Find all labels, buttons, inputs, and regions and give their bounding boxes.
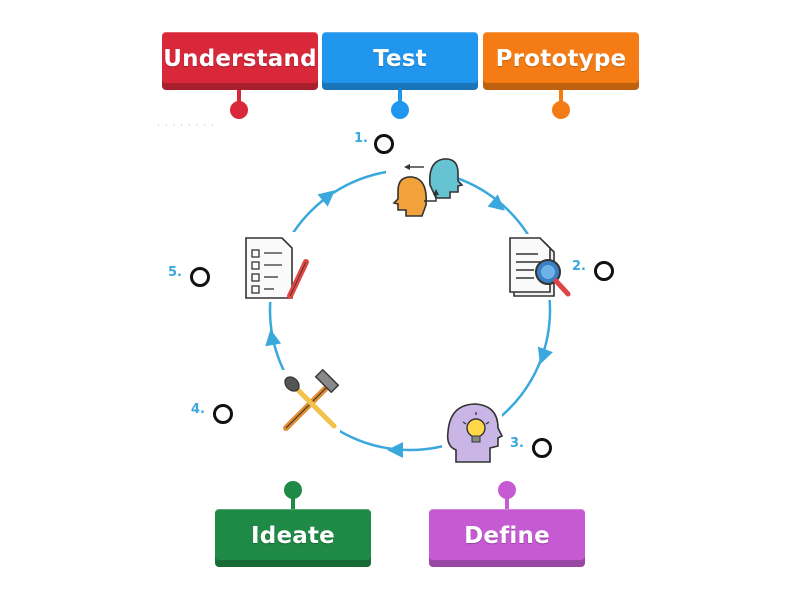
drop-target-2[interactable] <box>594 261 614 281</box>
tile-ideate[interactable]: Ideate <box>215 509 371 567</box>
tile-test[interactable]: Test <box>322 32 478 90</box>
arrow-head <box>537 346 553 365</box>
tile-define-pin-stem <box>505 497 509 511</box>
checklist-pencil-icon <box>240 232 310 302</box>
tile-define[interactable]: Define <box>429 509 585 567</box>
arrow-head <box>387 442 403 458</box>
faded-text-fragment: · · · · · · · · <box>157 121 215 131</box>
arrow-head <box>487 194 505 211</box>
step-number-3: 3. <box>510 436 524 451</box>
step-number-2: 2. <box>572 259 586 274</box>
tile-prototype-label: Prototype <box>495 45 627 72</box>
drop-target-1[interactable] <box>374 134 394 154</box>
drop-target-4[interactable] <box>213 404 233 424</box>
tile-test-pin-stem <box>398 90 402 104</box>
document-magnifier-icon <box>506 234 576 300</box>
tile-prototype-pin[interactable] <box>552 101 570 119</box>
step-number-1: 1. <box>354 131 368 146</box>
cycle-arrows <box>265 190 553 458</box>
tools-icon <box>274 368 340 434</box>
tile-ideate-pin[interactable] <box>284 481 302 499</box>
tile-prototype-pin-stem <box>559 90 563 104</box>
two-heads-icon <box>386 158 464 217</box>
tile-test-pin[interactable] <box>391 101 409 119</box>
tile-ideate-label: Ideate <box>251 522 335 549</box>
tile-understand-label: Understand <box>163 45 317 72</box>
tile-understand[interactable]: Understand <box>162 32 318 90</box>
arrow-head <box>265 329 282 347</box>
step-number-5: 5. <box>168 265 182 280</box>
head-lightbulb-icon <box>442 398 504 468</box>
tile-define-pin[interactable] <box>498 481 516 499</box>
step-number-4: 4. <box>191 402 205 417</box>
tile-prototype[interactable]: Prototype <box>483 32 639 90</box>
tile-understand-pin[interactable] <box>230 101 248 119</box>
drop-target-3[interactable] <box>532 438 552 458</box>
drop-target-5[interactable] <box>190 267 210 287</box>
tile-test-label: Test <box>373 45 427 72</box>
tile-ideate-pin-stem <box>291 497 295 511</box>
tile-understand-pin-stem <box>237 90 241 104</box>
arrow-head <box>317 190 335 207</box>
tile-define-label: Define <box>464 522 550 549</box>
